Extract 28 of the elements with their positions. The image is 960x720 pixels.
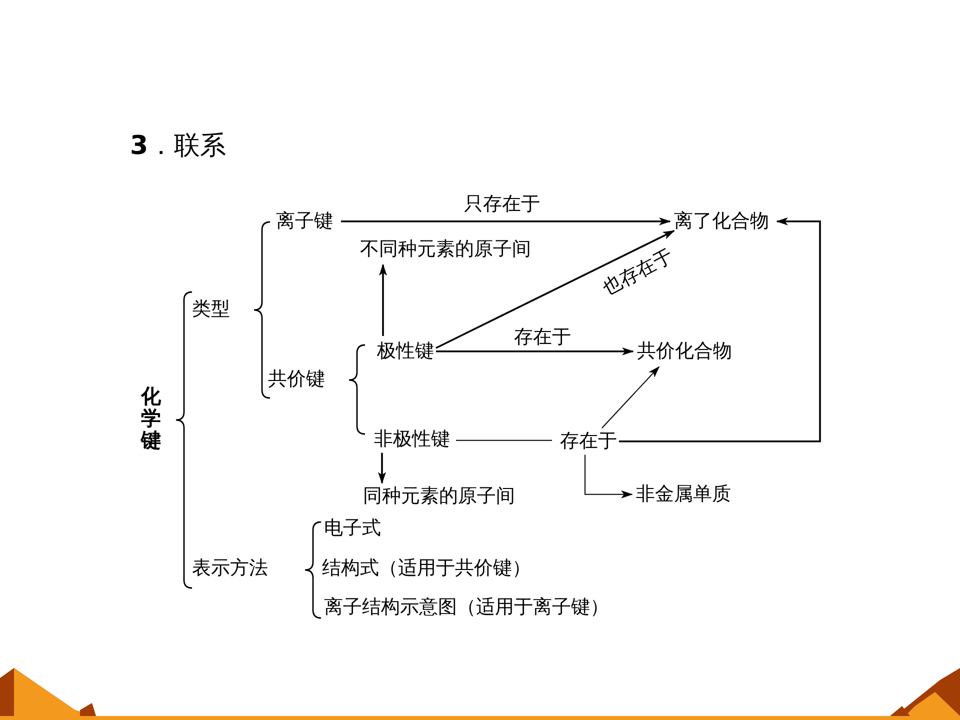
concept-text: 存在于 — [560, 430, 617, 453]
edge-label: 存在于 — [512, 327, 573, 348]
edge-label: 只存在于 — [462, 194, 542, 215]
concept-text: 非金属单质 — [636, 483, 731, 506]
concept-text: 同种元素的原子间 — [363, 485, 515, 508]
arrow — [584, 454, 633, 498]
concept-text: 类型 — [192, 298, 230, 321]
concept-text: 共价键 — [268, 368, 325, 391]
concept-text: 共价化合物 — [637, 340, 732, 363]
arrow — [619, 217, 821, 442]
arrow — [436, 230, 675, 349]
edge-label: 也存在于 — [598, 244, 678, 300]
arrow — [602, 366, 660, 428]
concept-text: 离了化合物 — [674, 210, 769, 233]
concept-text: 极性键 — [377, 340, 434, 363]
concept-text: 化学键 — [141, 385, 161, 451]
concept-text: 表示方法 — [192, 557, 268, 580]
concept-text: 不同种元素的原子间 — [360, 238, 531, 261]
arrow — [436, 347, 634, 356]
arrow — [379, 264, 387, 336]
concept-text: 离子键 — [276, 210, 333, 233]
arrow — [341, 217, 671, 226]
concept-text: 结构式（适用于共价键） — [322, 557, 531, 580]
concept-text: 非极性键 — [374, 428, 450, 451]
arrow — [378, 452, 386, 484]
concept-text: 离子结构示意图（适用于离子键） — [324, 596, 609, 619]
title: 3．联系 — [130, 130, 226, 163]
concept-text: 电子式 — [324, 517, 381, 540]
